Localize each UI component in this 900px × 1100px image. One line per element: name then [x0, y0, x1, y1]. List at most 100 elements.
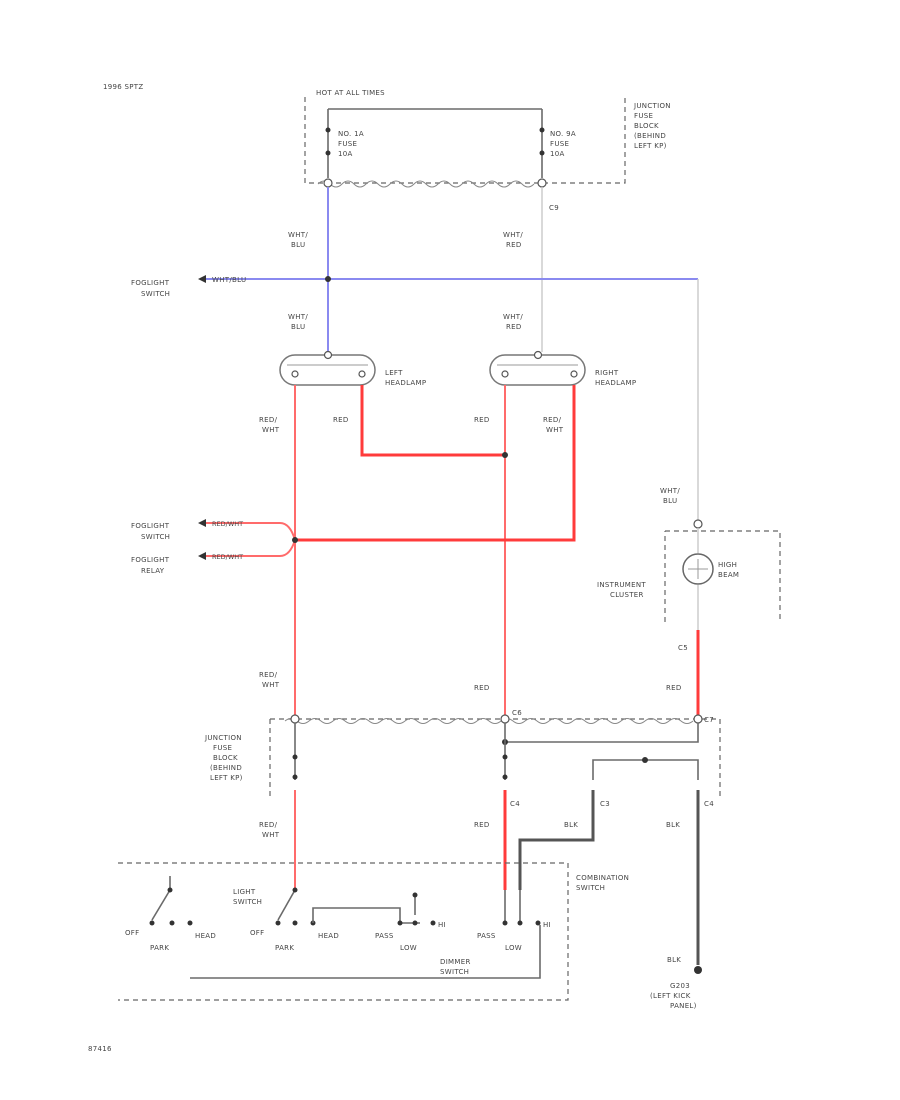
- blk-mid-label: BLK: [564, 821, 578, 829]
- lower-pin-left: [290, 714, 300, 724]
- fuse-left-l2: FUSE: [338, 140, 357, 148]
- wht-red-lower-l2: RED: [506, 323, 522, 331]
- fuse-block-outline: [304, 97, 626, 184]
- ground-point: [694, 966, 702, 974]
- wht-blu-lower-l2: BLU: [291, 323, 305, 331]
- combination-switch-outline: [118, 862, 569, 1001]
- light-sw-1-blade: [151, 889, 171, 921]
- foglight-splice-red: [292, 537, 298, 543]
- right-headlamp-pin-b: [570, 370, 578, 378]
- pos-park-2: PARK: [275, 944, 294, 952]
- foglight-switch-mid-l1: FOGLIGHT: [131, 522, 170, 530]
- dimmer-switch-l2: SWITCH: [440, 968, 469, 976]
- dimmer-2-pass-contact: [502, 920, 508, 926]
- pos-off-1: OFF: [125, 929, 139, 937]
- red-bottom-mid-label: RED: [474, 821, 490, 829]
- wht-blu-upper-l1: WHT/: [288, 231, 308, 239]
- high-beam-filament: [688, 559, 708, 579]
- left-headlamp-pin-top: [323, 350, 333, 360]
- model-note: 1996 SPTZ: [103, 83, 143, 91]
- fuse-right-terminal-a: [539, 127, 545, 133]
- red-wht-inline-1: RED/WHT: [212, 520, 243, 528]
- connector-c4-label: C4: [510, 800, 520, 808]
- wht-red-lower-l1: WHT/: [503, 313, 523, 321]
- foglight-splice: [325, 276, 331, 282]
- block-label-l2: FUSE: [634, 112, 653, 120]
- junction-lower-l5: LEFT KP): [210, 774, 243, 782]
- junction-fuse-block-top: HOT AT ALL TIMES NO. 1A FUSE 10A NO. 9A …: [304, 89, 671, 212]
- red-wht-left-l2: WHT: [262, 426, 280, 434]
- light-sw-2-park-contact: [292, 920, 298, 926]
- light-sw-1-park-contact: [169, 920, 175, 926]
- lower-pin-right: [693, 714, 703, 724]
- pos-head-2: HEAD: [318, 932, 339, 940]
- junction-right-splice: [642, 757, 648, 763]
- junction-lower-l2: FUSE: [213, 744, 232, 752]
- left-headlamp-body: [279, 354, 376, 386]
- connector-strip-top: [317, 180, 535, 188]
- pos-hi-1: HI: [438, 921, 446, 929]
- instrument-cluster: WHT/ BLU HIGH BEAM INSTRUMENT CLUSTER C5: [597, 487, 781, 652]
- junction-fuse-block-lower: C6 C7 JUNCTION FUSE BLOCK (BEHIND LEFT K…: [204, 709, 721, 800]
- light-sw-2-off-contact: [275, 920, 281, 926]
- red-right-mid-label: RED: [474, 416, 490, 424]
- fuse-right-pin: [537, 178, 547, 188]
- fuse-right-l3: 10A: [550, 150, 565, 158]
- pos-park-1: PARK: [150, 944, 169, 952]
- red-wht-bottom-l2: WHT: [262, 831, 280, 839]
- block-label-l1: JUNCTION: [633, 102, 671, 110]
- junction-lower-outline: [269, 718, 721, 800]
- fuse-left-l3: 10A: [338, 150, 353, 158]
- pos-hi-2: HI: [543, 921, 551, 929]
- dimmer-1-low-contact: [412, 920, 418, 926]
- junction-left-dot-a: [292, 754, 298, 760]
- pos-off-2: OFF: [250, 929, 264, 937]
- right-headlamp-body: [489, 354, 586, 386]
- foglight-relay-arrow: [198, 552, 206, 560]
- dimmer-mechanical-link: [190, 925, 541, 979]
- left-headlamp-l1: LEFT: [385, 369, 403, 377]
- block-label-l4: (BEHIND: [634, 132, 666, 140]
- junction-mid-dot-a: [502, 754, 508, 760]
- ground-l2: (LEFT KICK: [650, 992, 691, 1000]
- dimmer-2-low-contact: [517, 920, 523, 926]
- figure-id: 87416: [88, 1045, 112, 1053]
- red-wht-right-wire: [295, 385, 576, 542]
- foglight-inline-label: WHT/BLU: [212, 276, 246, 284]
- junction-internal-bus: [505, 723, 699, 743]
- wht-blu-right-l2: BLU: [663, 497, 677, 505]
- blk-right-label: BLK: [666, 821, 680, 829]
- red-lower-mid-label: RED: [474, 684, 490, 692]
- pos-low-2: LOW: [505, 944, 522, 952]
- ground-l1: G203: [670, 982, 690, 990]
- high-beam-l2: BEAM: [718, 571, 739, 579]
- instrument-cluster-l1: INSTRUMENT: [597, 581, 646, 589]
- pos-pass-2: PASS: [477, 932, 496, 940]
- connector-c6-label: C6: [512, 709, 522, 717]
- red-wht-left-l1: RED/: [259, 416, 278, 424]
- light-sw-2-blade: [277, 889, 296, 921]
- left-headlamp: LEFT HEADLAMP: [279, 350, 426, 387]
- wht-red-upper-l2: RED: [506, 241, 522, 249]
- ground-l3: PANEL): [670, 1002, 697, 1010]
- foglight-switch-top-l1: FOGLIGHT: [131, 279, 170, 287]
- foglight-relay-l2: RELAY: [141, 567, 165, 575]
- red-wht-lower-left-l1: RED/: [259, 671, 278, 679]
- junction-lower-l3: BLOCK: [213, 754, 238, 762]
- red-left-mid-label: RED: [333, 416, 349, 424]
- left-headlamp-pin-b: [358, 370, 366, 378]
- red-wht-bottom-l1: RED/: [259, 821, 278, 829]
- junction-lower-l1: JUNCTION: [204, 734, 242, 742]
- connector-c5-label: C5: [678, 644, 688, 652]
- dimmer-1-pass-contact: [397, 920, 403, 926]
- right-headlamp: RIGHT HEADLAMP: [489, 350, 636, 387]
- left-headlamp-pin-a: [291, 370, 299, 378]
- connector-c3-label: C3: [600, 800, 610, 808]
- fuse-left-pin: [323, 178, 333, 188]
- right-headlamp-l1: RIGHT: [595, 369, 619, 377]
- combination-switch-l2: SWITCH: [576, 884, 605, 892]
- blk-mid-wire: [518, 790, 595, 890]
- wht-blu-lower-l1: WHT/: [288, 313, 308, 321]
- light-sw-2-pivot: [292, 887, 298, 893]
- dimmer-1-pivot: [412, 892, 418, 898]
